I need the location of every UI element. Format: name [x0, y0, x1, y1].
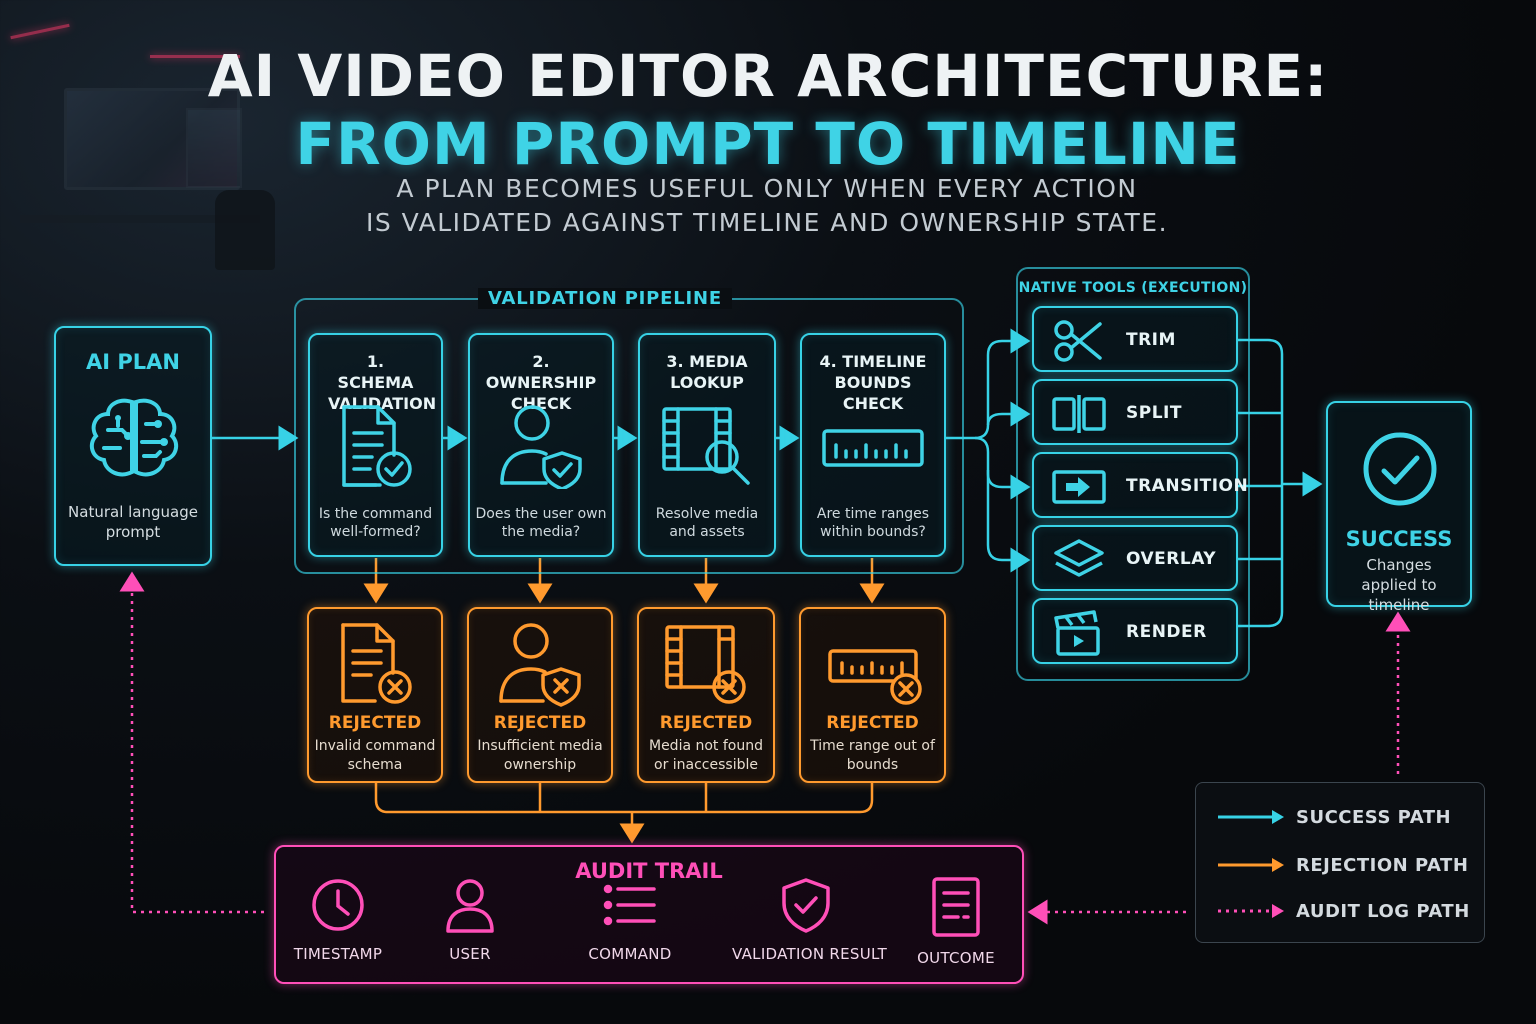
audit-label: OUTCOME — [917, 949, 995, 967]
neon-light-strip — [10, 23, 70, 40]
subtitle-line-2: IS VALIDATED AGAINST TIMELINE AND OWNERS… — [365, 208, 1169, 237]
rejection-desc: Time range out of bounds — [810, 738, 935, 773]
audit-item-timestamp: TIMESTAMP — [288, 877, 388, 963]
native-tools-panel — [1016, 267, 1250, 681]
legend-success-label: SUCCESS PATH — [1296, 807, 1452, 828]
ruler-x-icon — [827, 649, 922, 705]
neon-light-strip — [150, 55, 240, 58]
audit-trail-title: AUDIT TRAIL — [575, 859, 723, 883]
rejection-desc: Insufficient media ownership — [477, 738, 603, 773]
film-x-icon — [665, 625, 746, 704]
rejection-desc: Media not found or inaccessible — [648, 738, 763, 773]
tool-overlay[interactable]: OVERLAY — [1032, 525, 1238, 591]
user-shield-icon — [500, 405, 582, 489]
rejection-time-out-of-bounds: REJECTED Time range out of bounds — [799, 607, 946, 783]
audit-label: COMMAND — [588, 945, 672, 963]
tool-render[interactable]: RENDER — [1032, 598, 1238, 664]
stage-media-lookup: 3. MEDIA LOOKUP Resolve media and assets — [638, 333, 776, 557]
subtitle-line-1: A PLAN BECOMES USEFUL ONLY WHEN EVERY AC… — [396, 174, 1138, 203]
tool-label: SPLIT — [1126, 403, 1182, 423]
rejection-insufficient-ownership: REJECTED Insufficient media ownership — [467, 607, 613, 783]
ai-plan-desc: Natural language prompt — [68, 503, 198, 541]
user-icon — [446, 879, 494, 933]
success-title: SUCCESS — [1345, 527, 1453, 551]
background-chair — [215, 190, 275, 270]
stage-ownership-check: 2. OWNERSHIP CHECK Does the user own the… — [468, 333, 614, 557]
background-monitor — [64, 88, 240, 190]
stage-desc: Resolve media and assets — [655, 506, 759, 540]
page-title: AI VIDEO EDITOR ARCHITECTURE: — [207, 42, 1329, 110]
tool-transition[interactable]: TRANSITION — [1032, 452, 1248, 518]
legend-audit-arrow — [1218, 904, 1284, 918]
audit-trail-box: AUDIT TRAIL TIMESTAMP USER COMMAND VALID… — [274, 845, 1024, 984]
rejection-title: REJECTED — [328, 713, 422, 733]
audit-item-command: COMMAND — [582, 877, 678, 963]
rejection-desc: Invalid command schema — [314, 738, 436, 773]
ai-plan-title: AI PLAN — [86, 350, 180, 374]
rejection-path-lines — [363, 558, 885, 844]
tool-trim[interactable]: TRIM — [1032, 306, 1238, 372]
stage-title: 2. OWNERSHIP CHECK — [485, 352, 597, 413]
native-tools-label: NATIVE TOOLS (EXECUTION) — [1018, 280, 1248, 296]
document-check-icon — [341, 405, 412, 487]
stage-title: 4. TIMELINE BOUNDS CHECK — [819, 352, 927, 413]
rejection-media-not-found: REJECTED Media not found or inaccessible — [637, 607, 775, 783]
rejection-title: REJECTED — [493, 713, 587, 733]
scissors-icon — [1054, 320, 1102, 362]
stage-timeline-bounds-check: 4. TIMELINE BOUNDS CHECK Are time ranges… — [800, 333, 946, 557]
document-icon — [932, 877, 980, 937]
background-monitor — [186, 108, 242, 188]
stage-title: 3. MEDIA LOOKUP — [666, 352, 748, 392]
stage-desc: Is the command well-formed? — [318, 506, 433, 540]
list-icon — [603, 884, 656, 926]
validation-pipeline-label: VALIDATION PIPELINE — [478, 288, 732, 309]
shield-check-icon — [782, 878, 830, 933]
rejection-title: REJECTED — [826, 713, 919, 733]
film-search-icon — [662, 407, 750, 485]
audit-label: TIMESTAMP — [293, 945, 383, 963]
page-title-highlight: FROM PROMPT TO TIMELINE — [295, 110, 1241, 178]
success-desc: Changes applied to timeline — [1361, 556, 1437, 614]
tool-label: OVERLAY — [1126, 549, 1217, 569]
success-node: SUCCESS Changes applied to timeline — [1326, 401, 1472, 614]
clock-icon — [312, 879, 364, 931]
document-x-icon — [341, 623, 412, 704]
rejection-title: REJECTED — [659, 713, 753, 733]
tool-split[interactable]: SPLIT — [1032, 379, 1238, 445]
layers-icon — [1054, 539, 1104, 577]
audit-item-validation-result: VALIDATION RESULT — [732, 877, 888, 963]
rejection-invalid-schema: REJECTED Invalid command schema — [307, 607, 443, 783]
tool-label: RENDER — [1126, 622, 1207, 642]
transition-icon — [1052, 470, 1106, 504]
legend: SUCCESS PATH REJECTION PATH AUDIT LOG PA… — [1195, 782, 1485, 943]
audit-label: USER — [449, 945, 491, 963]
stage-desc: Does the user own the media? — [475, 506, 607, 540]
ai-plan-node: AI PLAN Natural language prompt — [54, 326, 212, 566]
legend-success-arrow — [1218, 810, 1284, 824]
legend-audit-label: AUDIT LOG PATH — [1296, 901, 1470, 922]
audit-item-outcome: OUTCOME — [906, 877, 1006, 967]
split-icon — [1052, 395, 1106, 433]
legend-rejection-arrow — [1218, 858, 1284, 872]
clapperboard-icon — [1054, 610, 1100, 656]
stage-schema-validation: 1. SCHEMA VALIDATION Is the command well… — [308, 333, 443, 557]
background-desk — [20, 215, 260, 223]
ruler-icon — [822, 429, 924, 467]
audit-label: VALIDATION RESULT — [732, 945, 888, 963]
check-circle-icon — [1363, 432, 1437, 506]
audit-item-user: USER — [422, 877, 518, 963]
stage-title: 1. SCHEMA VALIDATION — [328, 352, 437, 413]
tool-label: TRIM — [1126, 330, 1176, 350]
stage-desc: Are time ranges within bounds? — [816, 506, 930, 540]
user-shield-x-icon — [499, 623, 581, 707]
legend-rejection-label: REJECTION PATH — [1296, 855, 1469, 876]
tool-label: TRANSITION — [1126, 476, 1249, 496]
brain-circuit-icon — [89, 398, 179, 477]
